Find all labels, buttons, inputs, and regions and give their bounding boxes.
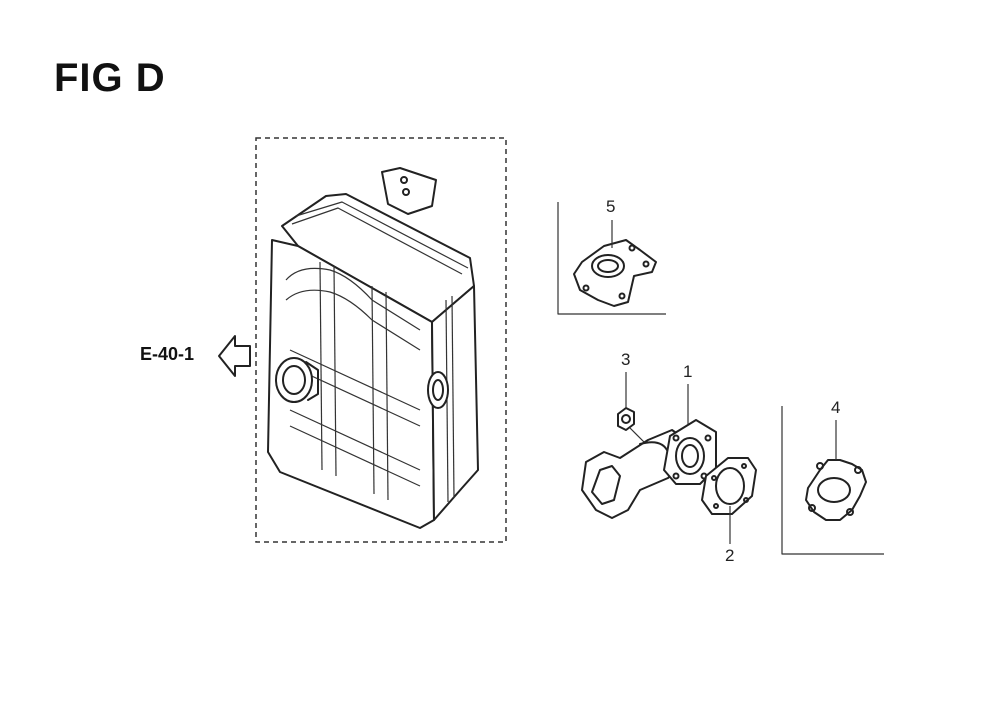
part-3-nut <box>617 407 635 431</box>
part-5-frame <box>557 202 666 315</box>
part-2-gasket <box>701 457 757 515</box>
callout-part-1: 1 <box>683 362 693 381</box>
callout-part-2: 2 <box>725 546 735 565</box>
part-5-plate <box>573 239 657 307</box>
left-arrow-icon <box>218 335 251 377</box>
callout-part-4: 4 <box>831 398 841 417</box>
muffler-illustration <box>267 167 479 529</box>
part-4-gasket <box>805 459 867 521</box>
muffler-assembly-box <box>255 137 507 543</box>
figure-title: FIG D <box>54 56 166 100</box>
part-4-frame <box>781 406 884 555</box>
callout-part-5: 5 <box>606 197 616 216</box>
callout-part-3: 3 <box>621 350 631 369</box>
reference-label: E-40-1 <box>140 344 195 364</box>
part-1-elbow-pipe <box>581 419 717 519</box>
